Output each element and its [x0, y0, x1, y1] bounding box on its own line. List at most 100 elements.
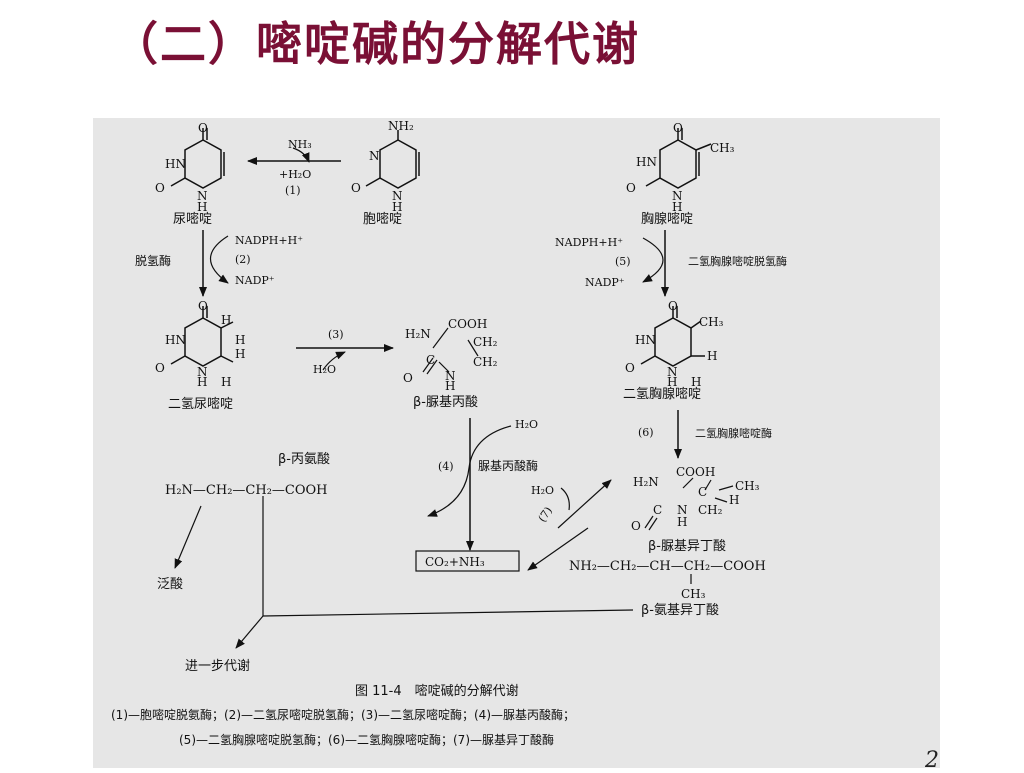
uracil-structure	[170, 128, 225, 189]
ureidopropionate-label: β-脲基丙酸	[413, 395, 478, 410]
dihydrothymine-label: 二氢胸腺嘧啶	[623, 387, 701, 402]
legend-line-2: (5)—二氢胸腺嘧啶脱氢酶；(6)—二氢胸腺嘧啶酶；(7)—脲基异丁酸酶	[179, 732, 554, 747]
products-label: CO₂+NH₃	[425, 555, 485, 569]
step3-label: (3)	[328, 328, 344, 341]
svg-text:O: O	[155, 181, 165, 195]
thymine-structure	[645, 128, 712, 189]
dht-dehydrogenase-label: 二氢胸腺嘧啶脱氢酶	[688, 254, 787, 268]
svg-text:N: N	[672, 189, 683, 203]
svg-text:HN: HN	[635, 333, 656, 347]
svg-text:H: H	[197, 375, 207, 389]
nadph-label-right: NADPH+H⁺	[555, 236, 623, 249]
h2o-step3: H₂O	[313, 363, 336, 376]
pantothenic-label: 泛酸	[157, 577, 183, 592]
ureidoisobutyrate-structure	[644, 477, 734, 531]
cytosine-structure	[365, 130, 420, 189]
svg-text:C: C	[698, 485, 707, 499]
svg-text:O: O	[626, 181, 636, 195]
svg-text:O: O	[631, 519, 641, 533]
svg-text:CH₃: CH₃	[710, 141, 735, 155]
svg-text:H: H	[197, 200, 207, 214]
step4-label: (4)	[438, 460, 454, 473]
beta-alanine-formula: H₂N—CH₂—CH₂—COOH	[165, 483, 328, 498]
cytosine-label: 胞嘧啶	[363, 212, 402, 227]
svg-text:H: H	[221, 375, 231, 389]
nadp-label-right: NADP⁺	[585, 276, 625, 289]
svg-text:O: O	[198, 121, 208, 135]
ureidopropionate-structure	[422, 327, 479, 375]
svg-text:H₂N: H₂N	[405, 327, 431, 341]
pathway-diagram: O HN O N H 尿嘧啶 NH₂ N O N H 胞嘧啶 NH₃ +H₂O …	[93, 118, 940, 768]
svg-text:H: H	[707, 349, 717, 363]
svg-text:H: H	[677, 515, 687, 529]
svg-text:CH₂: CH₂	[473, 355, 498, 369]
svg-text:H: H	[691, 375, 701, 389]
dihydrouracil-label: 二氢尿嘧啶	[168, 397, 233, 412]
h2o-step4: H₂O	[515, 418, 538, 431]
svg-text:CH₂: CH₂	[698, 503, 723, 517]
svg-text:N: N	[677, 503, 688, 517]
nadph-label-left: NADPH+H⁺	[235, 234, 303, 247]
page-number: 2	[925, 748, 939, 773]
svg-text:H: H	[392, 200, 402, 214]
ureidoisobutyrate-label: β-脲基异丁酸	[648, 539, 726, 554]
thymine-label: 胸腺嘧啶	[641, 212, 693, 227]
svg-text:H: H	[235, 347, 245, 361]
svg-text:O: O	[155, 361, 165, 375]
uracil-label: 尿嘧啶	[173, 212, 212, 227]
legend-line-1: (1)—胞嘧啶脱氨酶；(2)—二氢尿嘧啶脱氢酶；(3)—二氢尿嘧啶酶；(4)—脲…	[111, 707, 575, 722]
dihydrothymine-structure	[640, 306, 705, 367]
svg-text:C: C	[426, 353, 435, 367]
svg-text:N: N	[392, 189, 403, 203]
svg-text:CH₂: CH₂	[473, 335, 498, 349]
further-label: 进一步代谢	[185, 658, 250, 674]
svg-text:H: H	[221, 313, 231, 327]
figure-caption: 图 11-4 嘧啶碱的分解代谢	[355, 683, 519, 699]
dehydrogenase-label: 脱氢酶	[135, 253, 171, 268]
svg-text:H: H	[235, 333, 245, 347]
svg-text:C: C	[653, 503, 662, 517]
step7-arrow-up	[557, 479, 612, 529]
svg-text:H: H	[667, 375, 677, 389]
page-title: （二）嘧啶碱的分解代谢	[112, 17, 640, 71]
svg-text:O: O	[351, 181, 361, 195]
beta-alanine-label: β-丙氨酸	[278, 452, 330, 467]
nh2-group: NH₂	[388, 119, 414, 133]
step5-label: (5)	[615, 255, 631, 268]
nh3-label: NH₃	[288, 138, 312, 151]
step6-label: (6)	[638, 426, 654, 439]
svg-text:N: N	[369, 149, 380, 163]
svg-text:CH₃: CH₃	[735, 479, 760, 493]
dhtase-label: 二氢胸腺嘧啶酶	[695, 426, 772, 440]
step7-label: (7)	[535, 504, 555, 524]
svg-text:O: O	[625, 361, 635, 375]
further-arrow	[235, 615, 264, 649]
aminoisobutyrate-branch: CH₃	[681, 587, 706, 601]
svg-text:COOH: COOH	[676, 465, 715, 479]
svg-text:O: O	[668, 299, 678, 313]
svg-text:N: N	[445, 369, 456, 383]
step7-arrow-left	[527, 527, 589, 571]
h2o-step7: H₂O	[531, 484, 554, 497]
svg-text:N: N	[667, 365, 678, 379]
svg-text:H₂N: H₂N	[633, 475, 659, 489]
merge-line	[262, 609, 634, 617]
svg-text:O: O	[673, 121, 683, 135]
products-box	[415, 550, 520, 572]
svg-text:HN: HN	[636, 155, 657, 169]
h2o-plus-label: +H₂O	[279, 168, 311, 181]
aminoisobutyrate-label: β-氨基异丁酸	[641, 603, 719, 618]
svg-text:HN: HN	[165, 157, 186, 171]
ureidopropionase-label: 脲基丙酸酶	[478, 458, 538, 473]
svg-text:COOH: COOH	[448, 317, 487, 331]
nadp-label-left: NADP⁺	[235, 274, 275, 287]
aminoisobutyrate-formula: NH₂—CH₂—CH—CH₂—COOH	[569, 559, 766, 574]
svg-text:CH₃: CH₃	[699, 315, 724, 329]
to-pantothenic-arrow	[174, 505, 202, 569]
svg-text:N: N	[197, 189, 208, 203]
dihydrouracil-structure	[170, 306, 234, 367]
svg-text:O: O	[198, 299, 208, 313]
svg-text:N: N	[197, 365, 208, 379]
svg-text:HN: HN	[165, 333, 186, 347]
svg-text:O: O	[403, 371, 413, 385]
